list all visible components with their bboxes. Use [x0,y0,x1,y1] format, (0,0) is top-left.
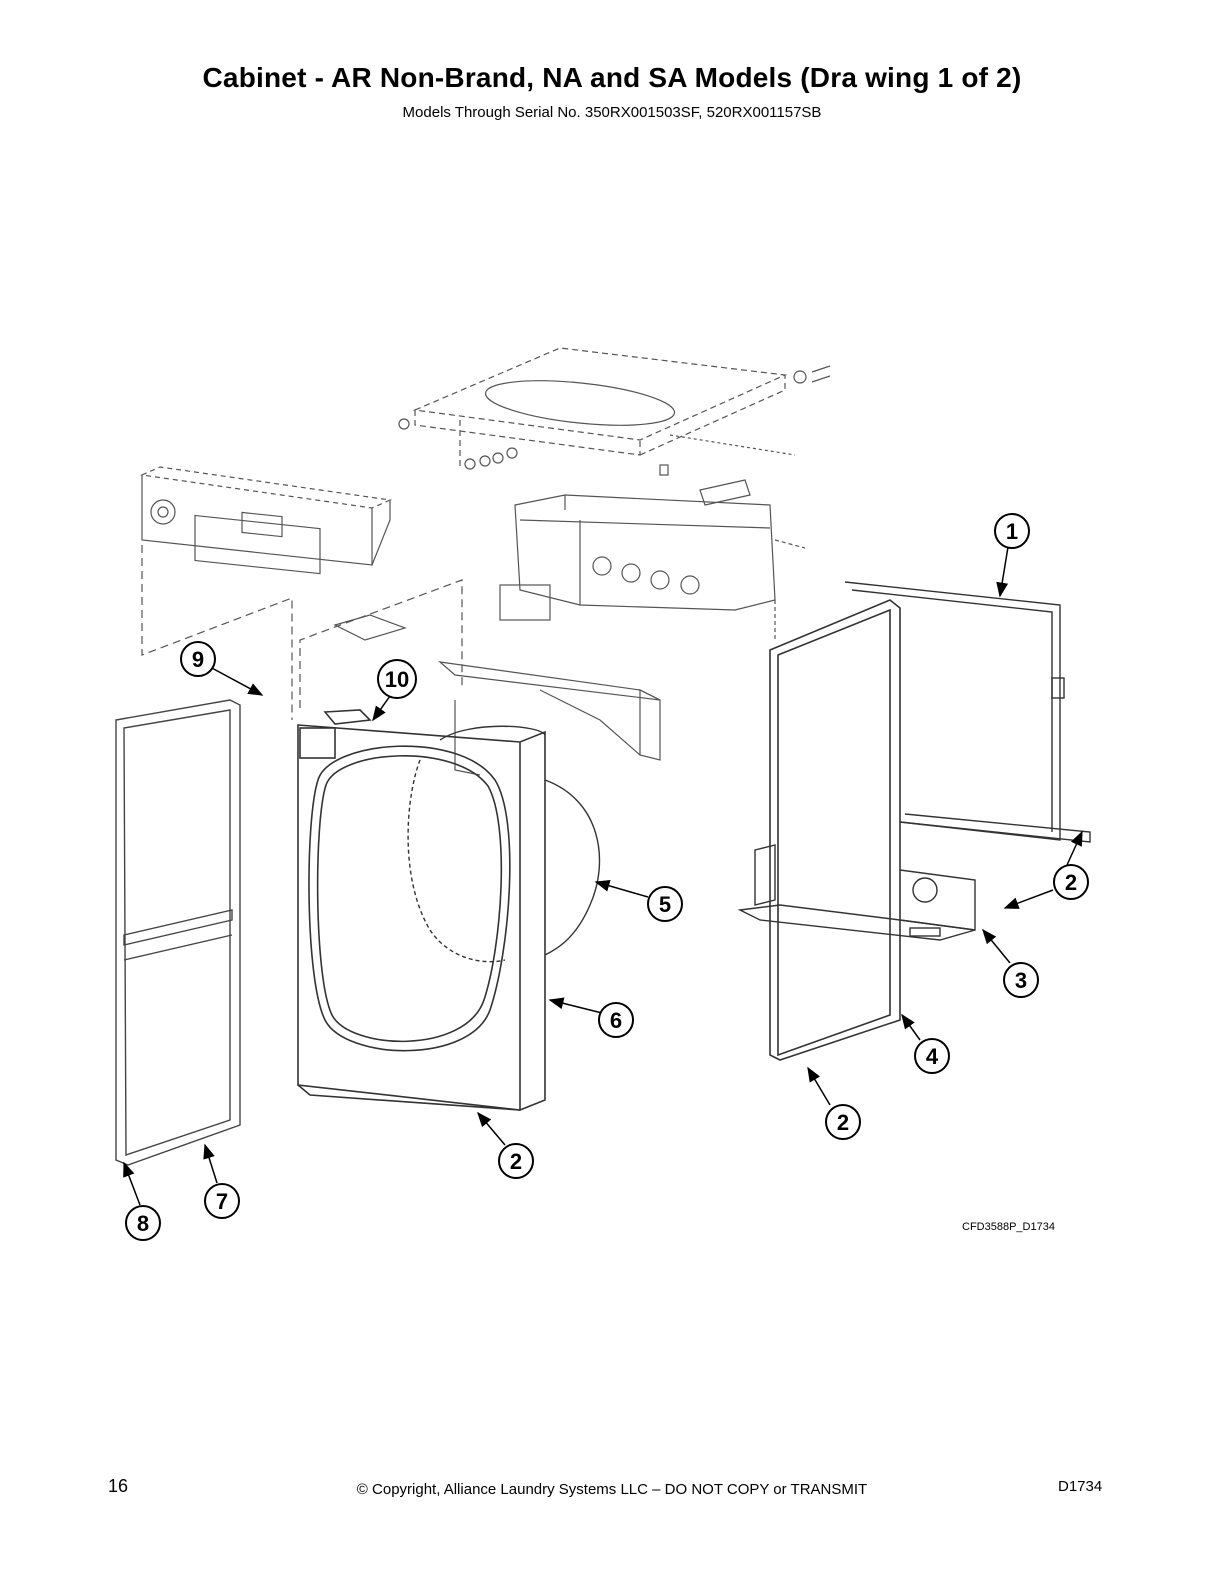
svg-text:4: 4 [926,1044,939,1069]
callouts: 1 2 2 2 3 4 5 6 7 8 9 10 [125,513,1089,1241]
page-title: Cabinet - AR Non-Brand, NA and SA Models… [202,62,1022,93]
control-panel [139,466,393,720]
svg-text:2: 2 [510,1149,522,1174]
callout-1: 1 [994,513,1030,549]
side-panel [769,599,901,1061]
leader-lines [123,546,1083,1206]
svg-text:2: 2 [1065,870,1077,895]
page-subtitle: Models Through Serial No. 350RX001503SF,… [402,104,822,121]
callout-5: 5 [647,886,683,922]
svg-text:8: 8 [137,1211,149,1236]
svg-text:9: 9 [192,647,204,672]
callout-10: 10 [377,659,417,699]
front-door-frame [115,699,241,1166]
drawing-code: CFD3588P_D1734 [962,1221,1055,1233]
center-brackets [299,579,661,776]
svg-text:1: 1 [1006,519,1018,544]
svg-text:7: 7 [216,1189,228,1214]
callout-3: 3 [1003,962,1039,998]
copyright-notice: © Copyright, Alliance Laundry Systems LL… [356,1481,868,1498]
front-panel [297,709,546,1111]
callout-4: 4 [914,1038,950,1074]
callout-2-rear: 2 [1053,864,1089,900]
callout-9: 9 [180,641,216,677]
svg-text:2: 2 [837,1110,849,1135]
top-panel [398,347,831,456]
svg-text:6: 6 [610,1008,622,1033]
callout-6: 6 [598,1002,634,1038]
blower-housing-bracket [499,479,806,640]
lower-bracket [737,844,976,941]
top-panel-fasteners [459,420,796,476]
callout-2-front: 2 [498,1143,534,1179]
document-code: D1734 [1058,1478,1103,1495]
callout-8: 8 [125,1205,161,1241]
rear-panel [844,581,1091,843]
svg-text:10: 10 [385,667,409,692]
svg-text:5: 5 [659,892,671,917]
page-number: 16 [108,1476,129,1496]
svg-text:3: 3 [1015,968,1027,993]
callout-7: 7 [204,1183,240,1219]
drum-bulkhead-ring [407,725,601,963]
callout-2-side: 2 [825,1104,861,1140]
